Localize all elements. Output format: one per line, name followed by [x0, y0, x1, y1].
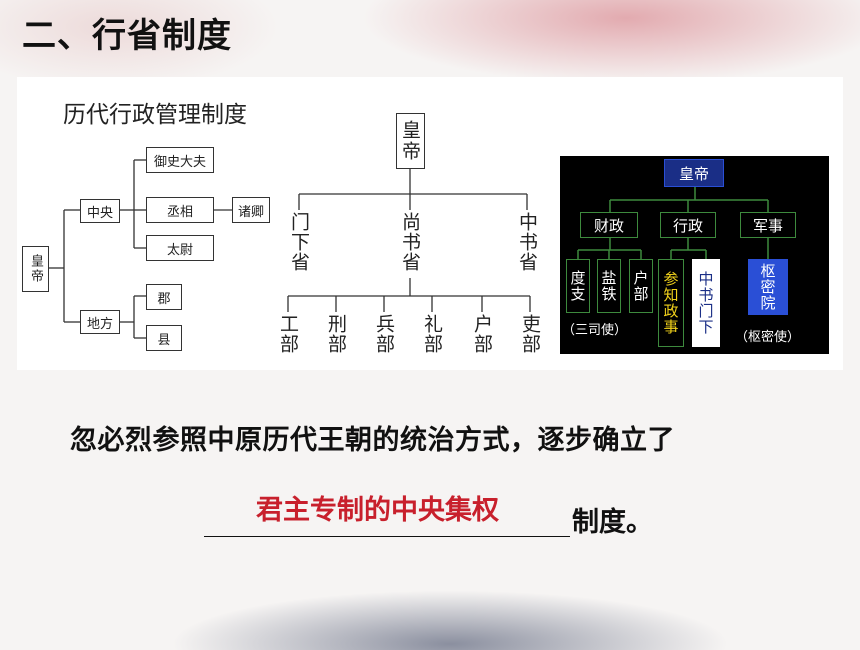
diagram1-title: 历代行政管理制度 — [63, 102, 247, 128]
diagram1-ministers-box: 诸卿 — [232, 197, 270, 223]
diagram3-admin-box: 行政 — [660, 212, 716, 238]
diagram3-military-note: （枢密使） — [735, 330, 801, 345]
diagram3-finance-note: （三司使） — [562, 323, 628, 338]
diagram3-shumiyuan-box: 枢密院 — [748, 259, 788, 315]
diagram1-local-box: 地方 — [80, 310, 120, 334]
diagram3-duzhi-box: 度支 — [566, 259, 590, 313]
slide-title: 二、行省制度 — [22, 16, 232, 56]
diagram2-ministry-works: 工部 — [277, 314, 299, 354]
answer-text: 君主专制的中央集权 — [256, 495, 499, 526]
diagram1-censor-box: 御史大夫 — [146, 147, 214, 173]
diagram3-connectors — [577, 186, 769, 259]
diagram3-military-box: 军事 — [740, 212, 796, 238]
diagram2-province-menxia: 门下省 — [288, 212, 310, 272]
diagram1-central-box: 中央 — [80, 199, 120, 223]
diagram2-ministry-revenue: 户部 — [471, 314, 493, 354]
diagram2-province-shangshu: 尚书省 — [399, 212, 421, 272]
diagram1-chancellor-box: 丞相 — [146, 197, 214, 223]
diagram3-yantie-box: 盐铁 — [597, 259, 621, 313]
question-sentence: 忽必烈参照中原历代王朝的统治方式，逐步确立了 — [70, 425, 675, 456]
diagram3-root-box: 皇帝 — [664, 159, 724, 187]
sentence-suffix: 制度。 — [572, 507, 653, 538]
background-splash-top-right — [340, 0, 860, 90]
diagram1-commandant-box: 太尉 — [146, 235, 214, 261]
diagram3-hubu-box: 户部 — [629, 259, 653, 313]
diagram3-panel: 皇帝 财政 行政 军事 度支 盐铁 户部 （三司使） 参知政事 中书门下 枢密院… — [560, 156, 829, 354]
diagram1-commandery-box: 郡 — [146, 284, 182, 310]
diagram1-root-box: 皇帝 — [22, 246, 49, 292]
diagram2-ministry-war: 兵部 — [373, 314, 395, 354]
diagram3-canzhizhengshi-box: 参知政事 — [658, 259, 684, 347]
diagram2-root-box: 皇帝 — [396, 113, 425, 169]
diagram2-ministry-justice: 刑部 — [325, 314, 347, 354]
diagram1-county-box: 县 — [146, 325, 182, 351]
diagram2-ministry-rites: 礼部 — [421, 314, 443, 354]
diagram2-province-zhongshu: 中书省 — [516, 212, 538, 272]
diagram3-zhongshumenxia-box: 中书门下 — [692, 259, 720, 347]
answer-blank-line — [204, 536, 570, 537]
background-ink-bottom — [170, 590, 730, 650]
diagram2-ministry-personnel: 吏部 — [519, 314, 541, 354]
background-splash-top-left — [0, 0, 280, 90]
diagram3-finance-box: 财政 — [580, 212, 638, 238]
